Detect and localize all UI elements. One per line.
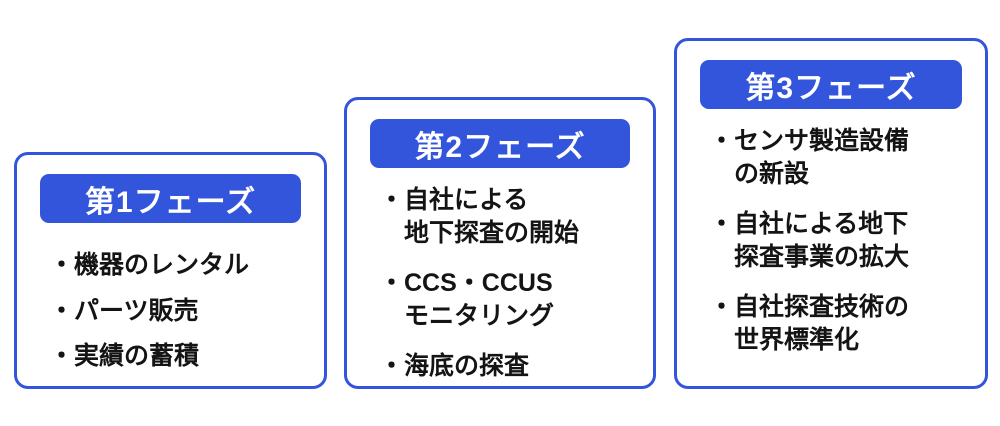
phase-3-title-badge: 第3フェーズ — [700, 60, 962, 109]
phase-2-item-list: ・自社による 地下探査の開始 ・CCS・CCUS モニタリング ・海底の探査 — [347, 184, 653, 383]
phase-2-card: 第2フェーズ ・自社による 地下探査の開始 ・CCS・CCUS モニタリング ・… — [344, 97, 656, 389]
phase-1-item-1: ・機器のレンタル — [49, 251, 250, 279]
phase-2-item-3: ・海底の探査 — [379, 352, 530, 380]
phase-3-item-1: ・センサ製造設備 の新設 — [709, 127, 910, 188]
phase-3-item-2: ・自社による地下 探査事業の拡大 — [709, 210, 910, 271]
phase-3-item-3: ・自社探査技術の 世界標準化 — [709, 293, 910, 354]
phase-3-card: 第3フェーズ ・センサ製造設備 の新設 ・自社による地下 探査事業の拡大 ・自社… — [674, 38, 988, 389]
phase-2-title-badge: 第2フェーズ — [370, 119, 630, 168]
phase-3-title: 第3フェーズ — [745, 71, 917, 105]
phase-1-item-list: ・機器のレンタル ・パーツ販売 ・実績の蓄積 — [17, 249, 324, 373]
phase-1-card: 第1フェーズ ・機器のレンタル ・パーツ販売 ・実績の蓄積 — [14, 152, 327, 389]
phase-1-item-3: ・実績の蓄積 — [49, 342, 200, 370]
phase-2-item-2: ・CCS・CCUS モニタリング — [379, 269, 555, 330]
phase-2-item-1: ・自社による 地下探査の開始 — [379, 186, 580, 247]
phase-1-title: 第1フェーズ — [84, 185, 257, 219]
phase-2-title: 第2フェーズ — [414, 130, 586, 164]
phase-1-title-badge: 第1フェーズ — [40, 174, 301, 223]
phase-3-item-list: ・センサ製造設備 の新設 ・自社による地下 探査事業の拡大 ・自社探査技術の 世… — [677, 125, 985, 356]
phase-1-item-2: ・パーツ販売 — [49, 296, 199, 325]
